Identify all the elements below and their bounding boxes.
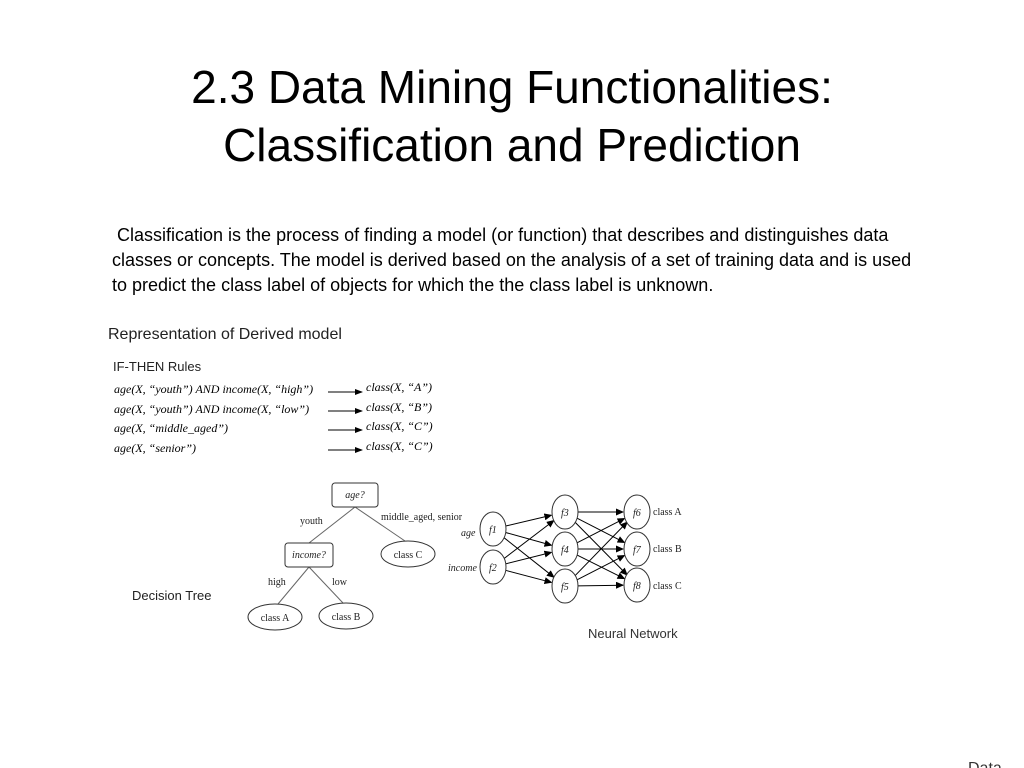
tree-class-b-label: class B	[332, 612, 361, 623]
nn-node	[479, 511, 507, 547]
nn-edge	[573, 521, 628, 578]
nn-node-label: f6	[633, 508, 641, 519]
nn-output-class-c: class C	[653, 581, 682, 592]
rule-result: class(X, “B”)	[366, 400, 432, 414]
nn-node-label: f4	[561, 545, 569, 556]
nn-edge	[576, 554, 626, 580]
nn-node-label: f7	[633, 545, 642, 556]
neural-network-label-text: Neural Network	[588, 626, 678, 641]
rule-arrows	[328, 389, 363, 453]
nn-input-income: income	[448, 563, 477, 574]
nn-edge	[505, 550, 553, 565]
rule-condition: age(X, “youth”) AND income(X, “high”)	[114, 382, 314, 396]
tree-edge-youth: youth	[300, 516, 323, 527]
tree-edge-high: high	[268, 577, 286, 588]
nn-node-label: f1	[489, 525, 497, 536]
nn-node-label: f5	[561, 582, 569, 593]
rule-result: class(X, “C”)	[366, 419, 433, 433]
nn-edge	[576, 554, 626, 581]
nn-node	[623, 531, 651, 567]
tree-root-label: age?	[345, 490, 364, 501]
nn-edge	[505, 569, 553, 585]
nn-node	[623, 567, 651, 603]
nn-node	[479, 549, 507, 585]
tree-income-label: income?	[292, 550, 326, 561]
nn-node	[623, 494, 651, 530]
rule-condition: age(X, “senior”)	[114, 441, 196, 455]
tree-leaf-class-c	[380, 540, 436, 568]
rules-label: IF-THEN Rules	[113, 359, 202, 374]
nn-edge	[573, 520, 628, 576]
nn-input-age: age	[461, 528, 476, 539]
nn-node	[551, 531, 579, 567]
tree-edge-other: middle_aged, senior	[381, 512, 463, 523]
nn-output-class-b: class B	[653, 544, 682, 555]
decision-tree-label: Decision Tree	[132, 588, 212, 603]
slide-title: 2.3 Data Mining Functionalities: Classif…	[0, 58, 1024, 174]
nn-node-label: f8	[633, 581, 641, 592]
decision-tree	[247, 482, 436, 631]
tree-leaf-class-b	[318, 602, 374, 630]
nn-node-label: f2	[489, 563, 497, 574]
nn-edge	[577, 581, 625, 589]
subheading: Representation of Derived model	[108, 326, 342, 343]
body-text: Classification is the process of finding…	[112, 225, 912, 295]
title-line-2: Classification and Prediction	[223, 119, 801, 171]
nn-edge	[576, 517, 626, 544]
rule-condition: age(X, “middle_aged”)	[114, 421, 228, 435]
nn-node-label: f3	[561, 508, 569, 519]
nn-edge	[502, 536, 555, 578]
tree-node-income	[284, 542, 334, 568]
nn-edge	[505, 513, 553, 527]
footer-text: Data	[968, 760, 1002, 768]
neural-network	[479, 494, 651, 604]
nn-node	[551, 494, 579, 530]
title-line-1: 2.3 Data Mining Functionalities:	[191, 61, 833, 113]
nn-edge	[503, 519, 555, 560]
rule-result: class(X, “A”)	[366, 380, 432, 394]
tree-class-a-label: class A	[261, 613, 290, 624]
nn-edge	[505, 531, 553, 547]
tree-leaf-class-a	[247, 603, 303, 631]
tree-class-c-label: class C	[394, 550, 423, 561]
rule-result: class(X, “C”)	[366, 439, 433, 453]
tree-edge-low: low	[332, 577, 348, 588]
rule-condition: age(X, “youth”) AND income(X, “low”)	[114, 402, 310, 416]
nn-node	[551, 568, 579, 604]
nn-output-class-a: class A	[653, 507, 682, 518]
neural-network-label: Neural Network	[588, 622, 678, 642]
tree-node-age	[331, 482, 379, 508]
